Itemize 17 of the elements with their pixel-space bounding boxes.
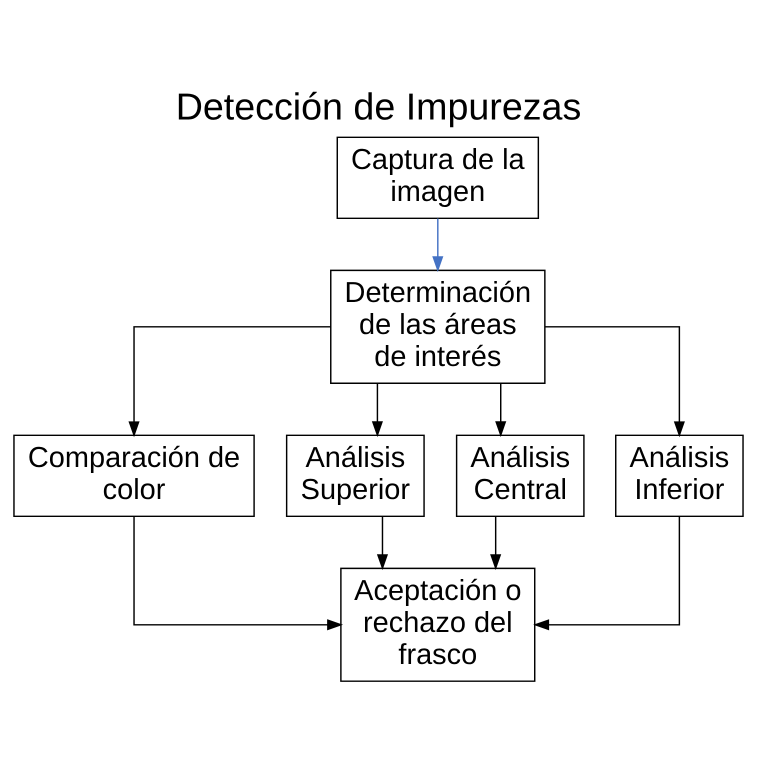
arrow: [133, 516, 344, 630]
node-box: Determinación de las áreas de interés: [330, 269, 546, 384]
node-box: Aceptación o rechazo del frasco: [340, 567, 536, 682]
node-box: Captura de la imagen: [336, 136, 540, 219]
arrow: [376, 516, 388, 570]
diagram-title: Detección de Impurezas: [176, 85, 582, 128]
arrow: [545, 326, 685, 437]
arrow: [533, 516, 680, 630]
arrow: [372, 383, 383, 437]
arrow: [128, 326, 331, 437]
node-box: Análisis Central: [456, 434, 585, 517]
node-box: Análisis Inferior: [615, 434, 744, 517]
node-box: Análisis Superior: [286, 434, 425, 517]
arrow: [432, 218, 444, 272]
arrow: [490, 516, 502, 570]
arrow: [495, 383, 506, 437]
node-box: Comparación de color: [13, 434, 255, 517]
